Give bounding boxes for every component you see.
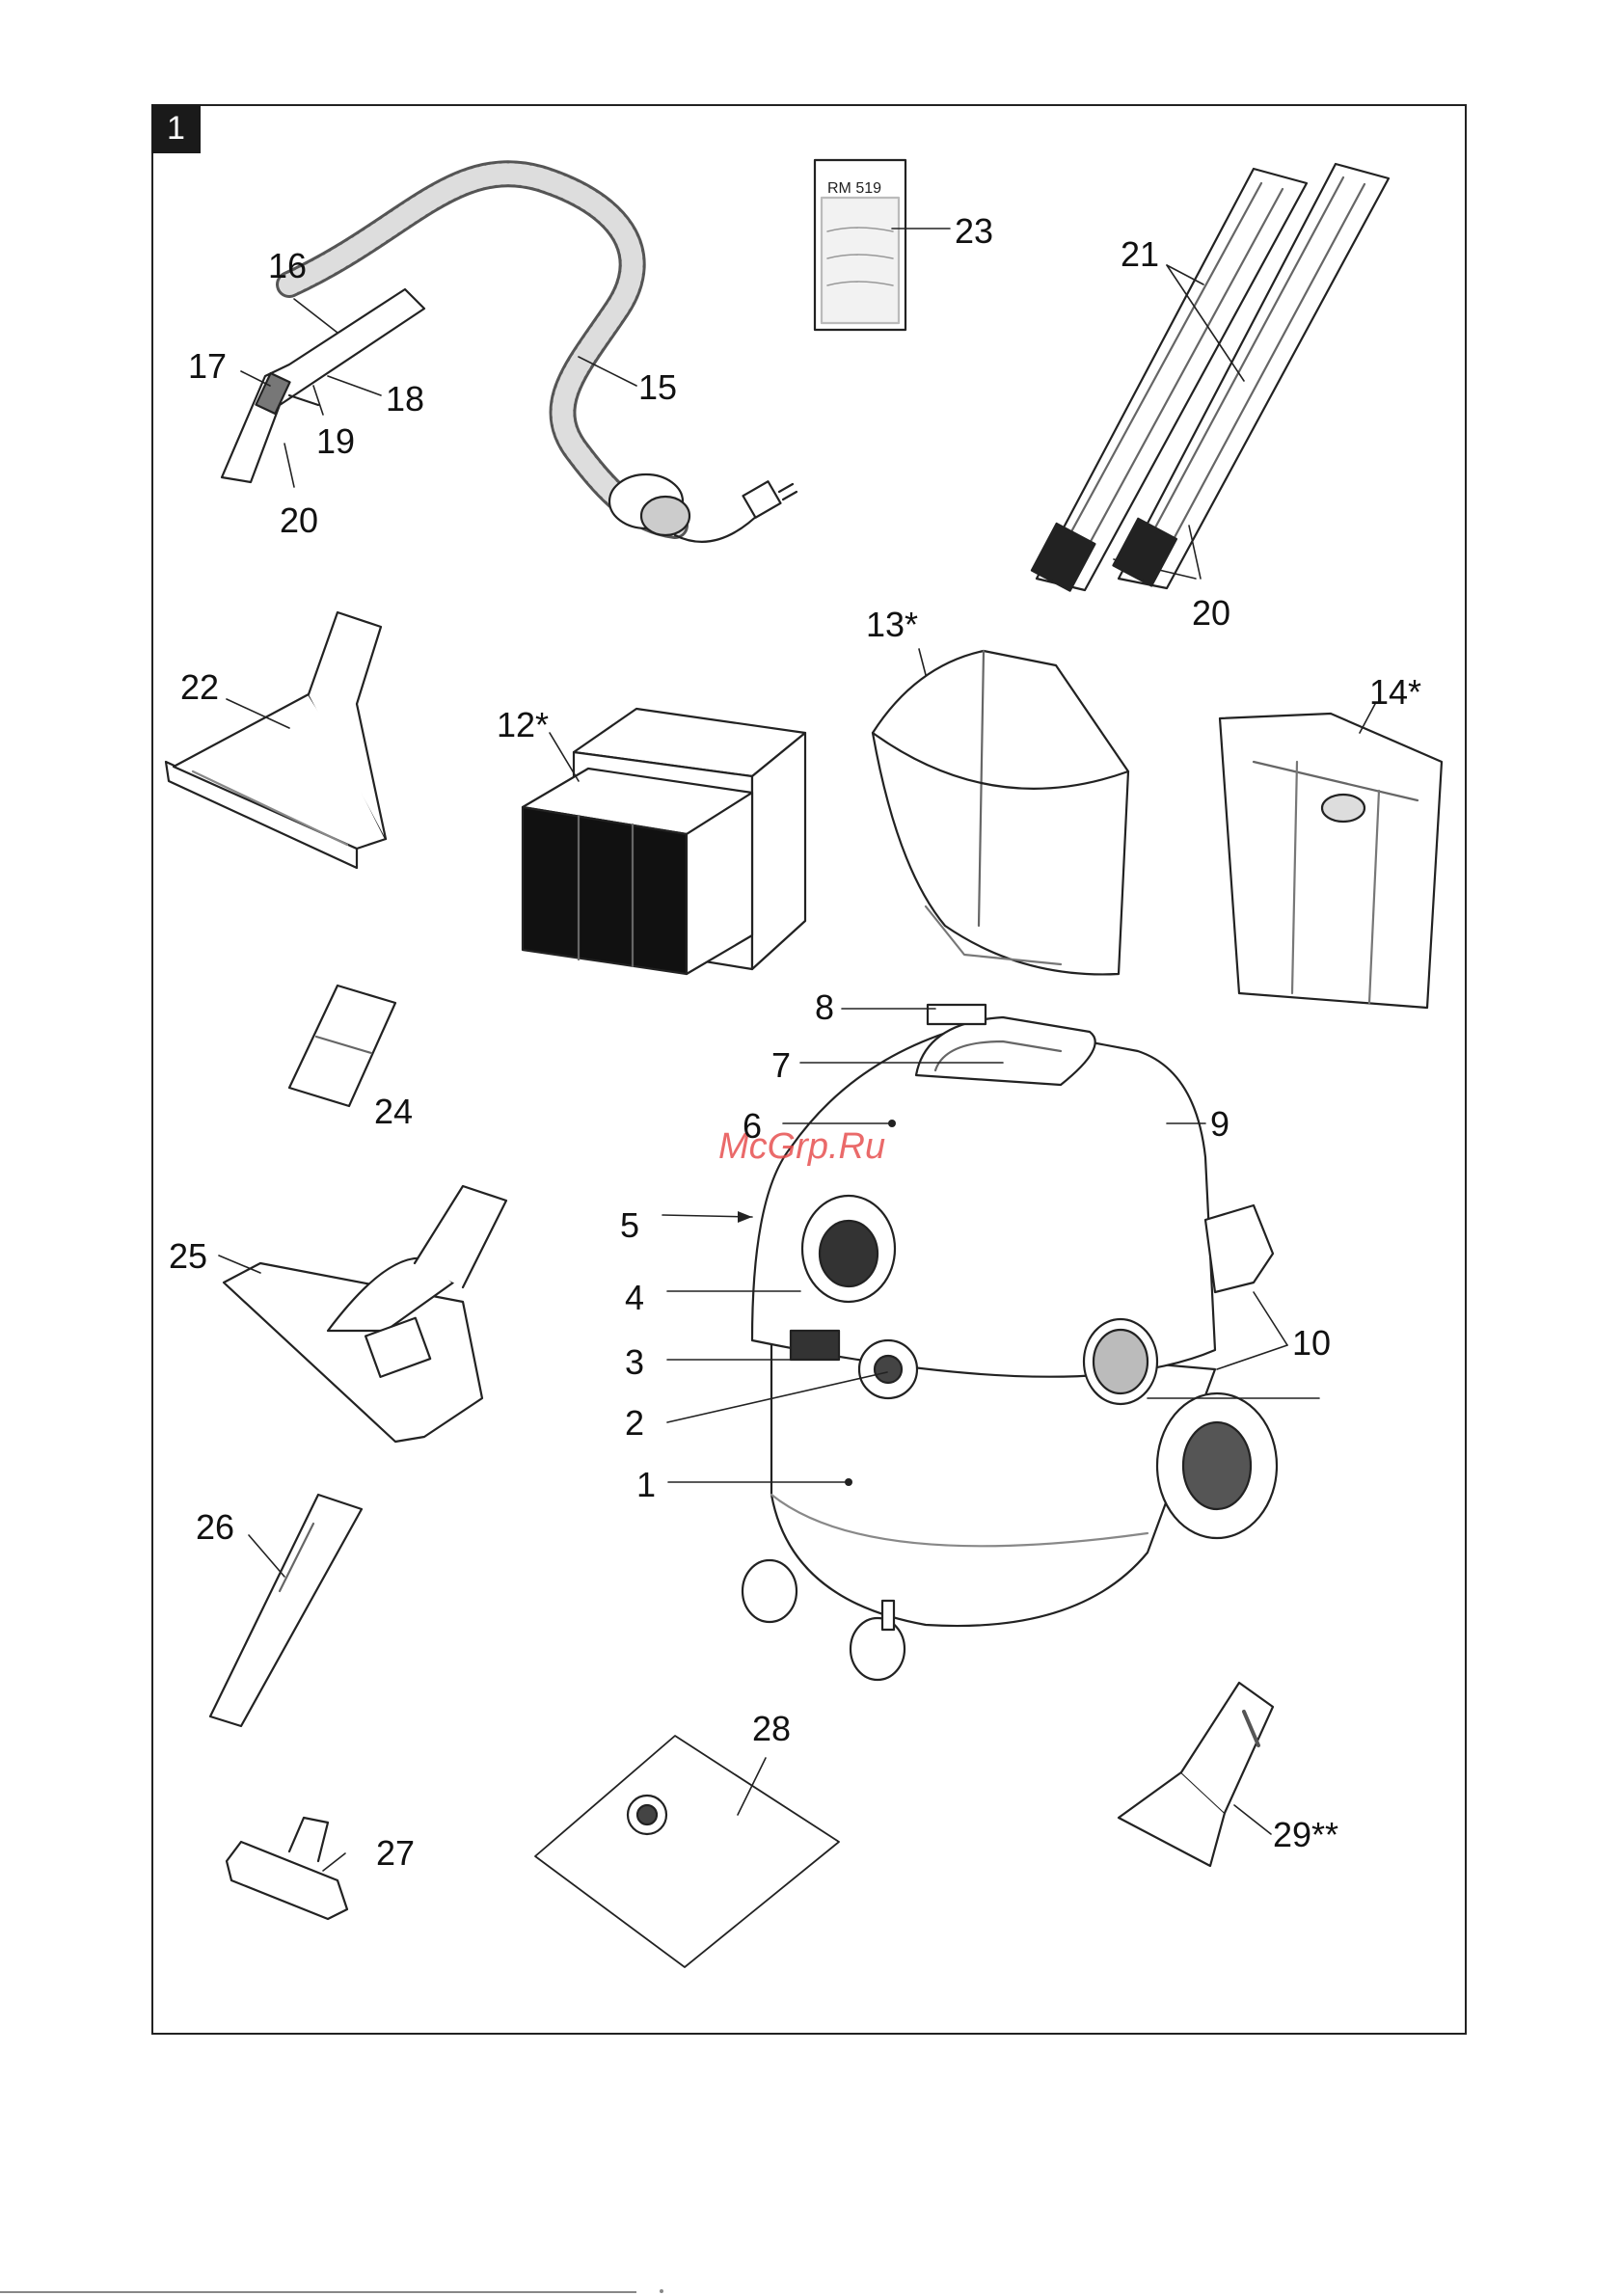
filter-bag-drawing <box>535 1736 839 1967</box>
extraction-nozzle-drawing <box>1119 1683 1273 1866</box>
callout-4: 4 <box>625 1281 644 1315</box>
manual-cover-text: RM 519 <box>827 180 881 198</box>
callout-24: 24 <box>374 1094 413 1129</box>
callout-10: 10 <box>1292 1326 1331 1361</box>
callout-28: 28 <box>752 1712 791 1746</box>
dirt-container-insert-drawing <box>873 651 1128 974</box>
callout-6: 6 <box>743 1109 762 1144</box>
callout-16: 16 <box>268 249 307 284</box>
callout-26: 26 <box>196 1510 234 1545</box>
flat-pleated-filter-drawing <box>523 709 805 974</box>
callout-23: 23 <box>955 214 993 249</box>
dirt-container-drawing <box>1220 714 1442 1008</box>
callout-12: 12* <box>497 708 549 743</box>
callout-7: 7 <box>771 1048 791 1083</box>
callout-3: 3 <box>625 1345 644 1380</box>
callout-9: 9 <box>1210 1107 1229 1142</box>
callout-5: 5 <box>620 1208 639 1243</box>
footer-rule <box>0 2291 636 2293</box>
suction-hose-drawing <box>222 174 797 542</box>
vacuum-cleaner-drawing <box>743 1005 1277 1680</box>
upholstery-nozzle-drawing <box>166 612 386 868</box>
callout-13: 13* <box>866 608 918 642</box>
callout-27: 27 <box>376 1836 415 1871</box>
callout-21: 21 <box>1121 237 1159 272</box>
callout-20-hose: 20 <box>280 503 318 538</box>
adapter-drawing <box>289 986 395 1106</box>
callout-18: 18 <box>386 382 424 417</box>
callout-8: 8 <box>815 990 834 1025</box>
small-nozzle-drawing <box>227 1818 347 1919</box>
callout-14: 14* <box>1369 675 1421 710</box>
callout-22: 22 <box>180 670 219 705</box>
callout-1: 1 <box>636 1468 656 1502</box>
callout-25: 25 <box>169 1239 207 1274</box>
footer-dot <box>660 2289 663 2293</box>
callout-29: 29** <box>1273 1818 1338 1852</box>
callout-15: 15 <box>638 370 677 405</box>
callout-2: 2 <box>625 1406 644 1441</box>
floor-nozzle-drawing <box>224 1186 506 1442</box>
callout-19: 19 <box>316 424 355 459</box>
suction-tubes-drawing <box>1032 164 1389 591</box>
callout-20-tubes: 20 <box>1192 596 1230 631</box>
callout-17: 17 <box>188 349 227 384</box>
